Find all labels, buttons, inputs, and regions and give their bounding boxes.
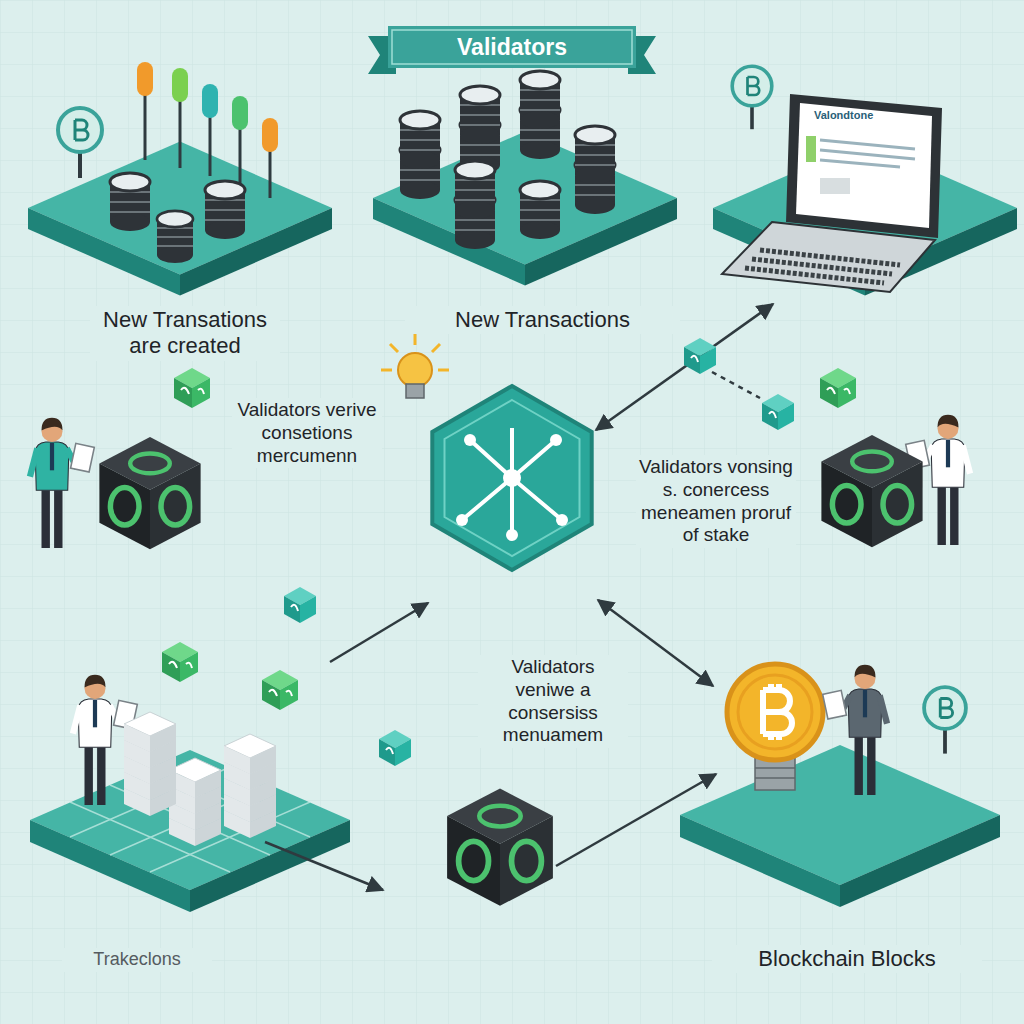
coin-stack (460, 86, 500, 144)
block-cube (821, 435, 922, 547)
step-label: New Transations are created (90, 306, 280, 361)
network-hexagon (464, 434, 476, 446)
marker-pins (144, 88, 147, 160)
lightbulb (398, 353, 432, 387)
small-cube (762, 394, 794, 430)
transaction-stacks (124, 712, 176, 752)
coin-stack (520, 181, 560, 239)
laptop (786, 94, 942, 238)
laptop (796, 103, 932, 228)
platform (680, 745, 1000, 907)
coin-stack (520, 71, 560, 129)
network-hexagon (503, 469, 521, 487)
step-label: New Transactions (405, 306, 680, 334)
network-hexagon (462, 428, 562, 535)
small-cube (379, 730, 411, 766)
bitcoin-bulb (727, 664, 823, 790)
laptop (745, 250, 900, 283)
network-hexagon (432, 386, 591, 570)
marker-pins (137, 62, 278, 198)
title-ribbon (388, 26, 636, 68)
bitcoin-bulb (763, 684, 792, 740)
transaction-stacks (224, 734, 276, 774)
step-label: Validators veniwe a consersiss menuamem (478, 655, 628, 748)
step-label: Trakeclons (62, 948, 212, 972)
sign-icon (924, 687, 966, 754)
screen-text: Valondtone (812, 108, 922, 123)
coin-stack (157, 211, 193, 263)
small-cube (162, 642, 198, 682)
small-cube (174, 368, 210, 408)
network-hexagon (445, 400, 580, 556)
marker-pins (137, 62, 153, 96)
bitcoin-bulb (755, 758, 795, 790)
sign-icon (732, 66, 772, 129)
coin-stack (400, 111, 440, 169)
title-ribbon (368, 26, 656, 74)
flow-arrows (556, 774, 716, 866)
small-cube (820, 368, 856, 408)
coin-stack (455, 161, 495, 219)
platform (30, 750, 350, 912)
block-cube (447, 789, 553, 906)
coin-stack (110, 173, 150, 231)
laptop (820, 140, 915, 167)
bitcoin-bulb (755, 768, 795, 778)
network-hexagon (506, 529, 518, 541)
step-label: Validators vonsing s. conercess meneamen… (636, 455, 796, 548)
coin-stack (575, 126, 615, 184)
transaction-stacks (169, 758, 221, 798)
flow-arrows (330, 603, 428, 662)
small-cube (284, 587, 316, 623)
block-cube (99, 437, 200, 549)
flow-arrows (712, 372, 760, 398)
sign-icon (58, 108, 102, 178)
transaction-stacks (124, 712, 276, 846)
laptop (806, 136, 816, 162)
step-label: Validators verive consetions mercumenn (232, 398, 382, 468)
network-hexagon (432, 386, 591, 570)
laptop (820, 178, 850, 194)
title: Validators (390, 27, 634, 67)
validator-person (823, 665, 887, 795)
marker-pins (262, 118, 278, 152)
small-cube (684, 338, 716, 374)
network-hexagon (550, 434, 562, 446)
step-label: Blockchain Blocks (712, 945, 982, 973)
marker-pins (179, 92, 182, 168)
network-hexagon (556, 514, 568, 526)
marker-pins (232, 96, 248, 130)
bitcoin-bulb (738, 675, 812, 749)
coin-stack (205, 181, 245, 239)
marker-pins (202, 84, 218, 118)
flow-arrows (265, 842, 383, 890)
bitcoin-bulb (727, 664, 823, 760)
laptop (722, 94, 942, 292)
network-hexagon (456, 514, 468, 526)
lightbulb (406, 384, 424, 398)
marker-pins (172, 68, 188, 102)
lightbulb (381, 334, 449, 398)
small-cube (262, 670, 298, 710)
marker-pins (209, 108, 212, 176)
validator-person (30, 418, 94, 548)
